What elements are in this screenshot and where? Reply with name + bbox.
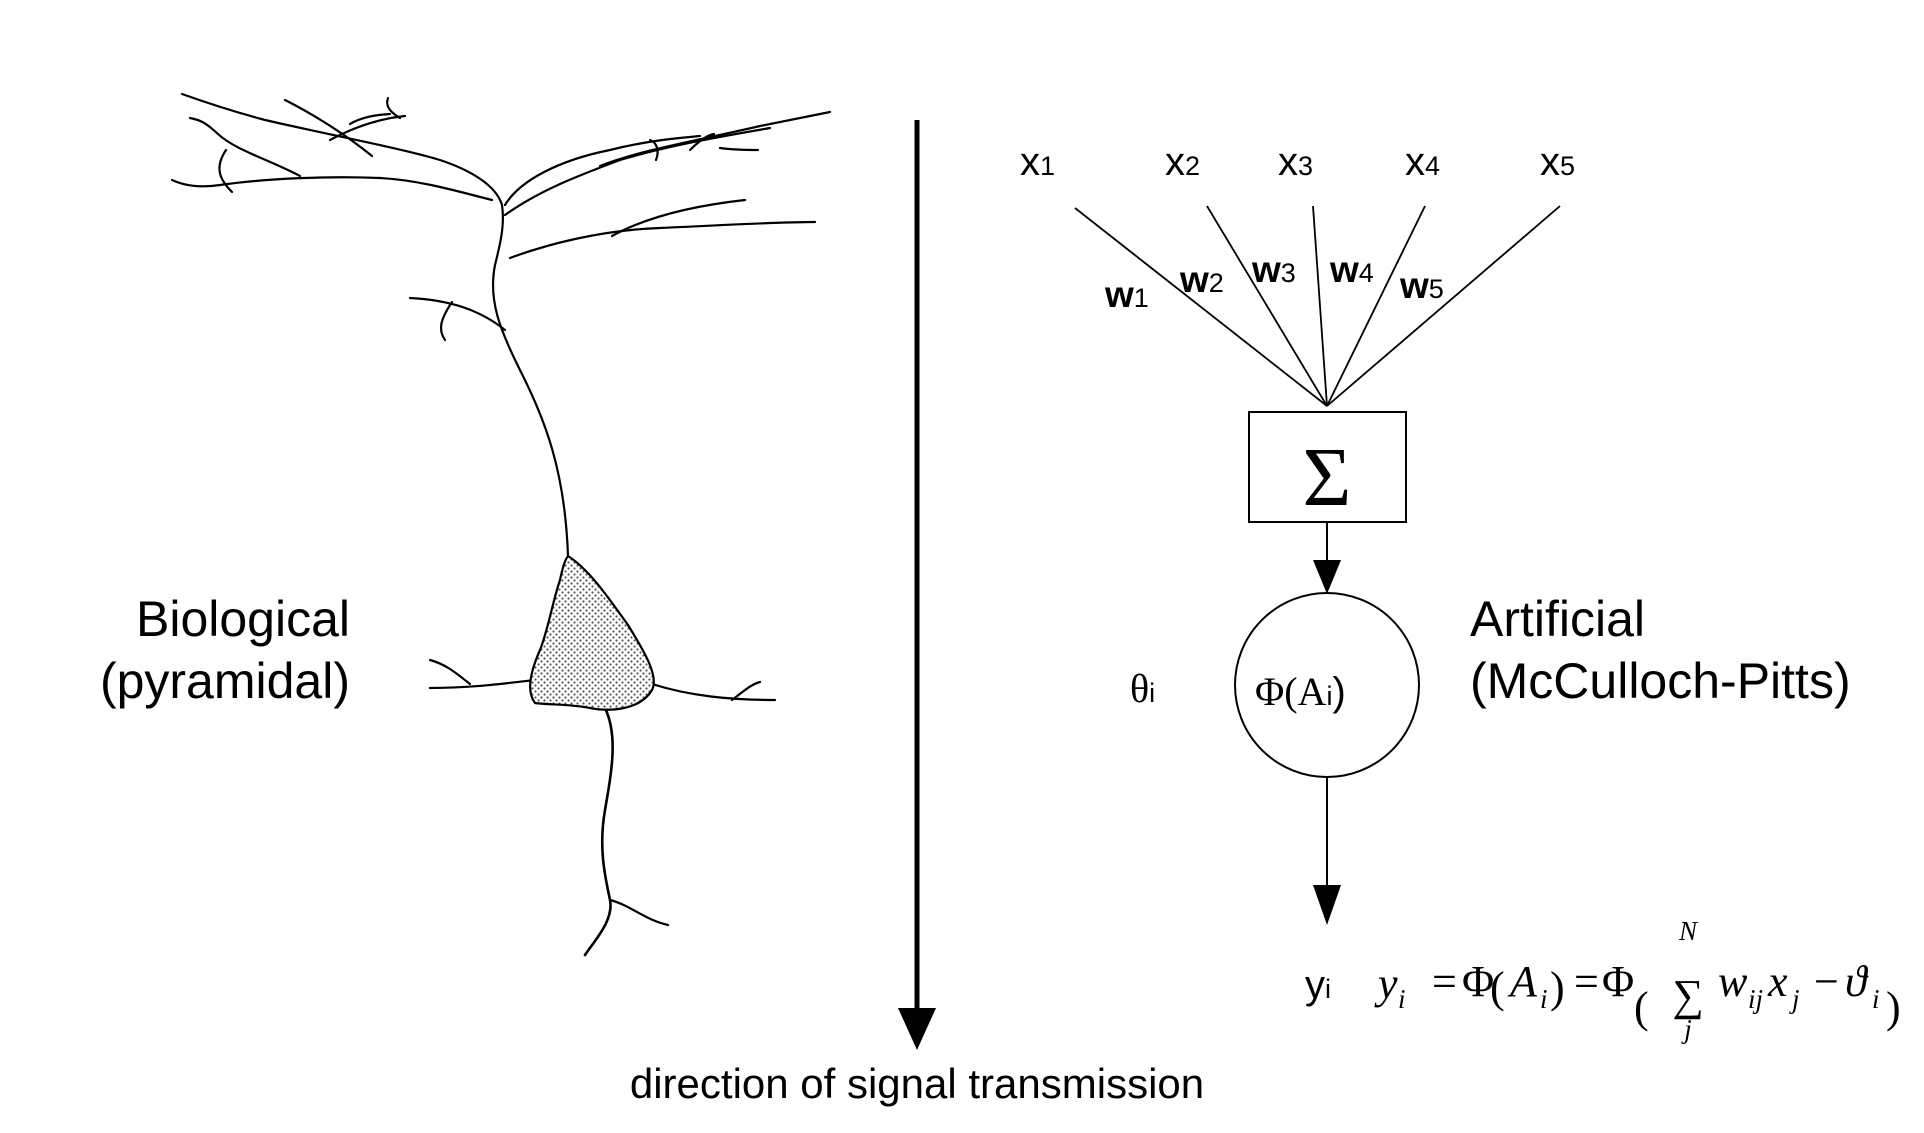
input-line-3 bbox=[1312, 205, 1328, 407]
formula-sum-sign: ∑ bbox=[1672, 971, 1703, 1020]
input-line-4 bbox=[1326, 205, 1426, 407]
activation-function-label: Φ(Ai) bbox=[1255, 669, 1346, 714]
biological-label-line1: Biological bbox=[136, 591, 350, 647]
input-connections bbox=[1074, 205, 1561, 407]
weight-w2-label: w2 bbox=[1179, 259, 1224, 300]
dendrite-branch bbox=[283, 98, 374, 158]
dendrite-branch bbox=[188, 116, 302, 178]
dendrite-branch bbox=[218, 148, 234, 194]
formula-a: A bbox=[1507, 957, 1538, 1006]
weight-labels: w1 w2 w3 w4 w5 bbox=[1104, 249, 1444, 315]
output-label: yi bbox=[1305, 963, 1331, 1007]
dendrite-branch bbox=[348, 112, 392, 126]
weight-w5-label: w5 bbox=[1399, 265, 1444, 306]
dendrite-branch bbox=[408, 296, 507, 332]
sum-to-activation-arrow bbox=[1313, 522, 1341, 594]
apical-dendrite bbox=[180, 92, 570, 558]
basal-dendrite-left bbox=[428, 678, 537, 690]
weight-w1-label: w1 bbox=[1104, 274, 1149, 315]
formula-minus: − bbox=[1814, 957, 1839, 1006]
formula-phi1: Φ bbox=[1462, 957, 1494, 1006]
axon bbox=[583, 706, 614, 957]
formula-w: w bbox=[1718, 957, 1748, 1006]
activation-to-output-arrow bbox=[1313, 777, 1341, 925]
input-line-2 bbox=[1206, 205, 1328, 407]
formula-a-sub: i bbox=[1540, 984, 1548, 1014]
basal-dendrite-left bbox=[428, 658, 472, 686]
signal-direction-arrow bbox=[898, 120, 936, 1050]
output-formula: y i = Φ ( A i ) = Φ ( ∑ N j w ij x j − ϑ… bbox=[1374, 916, 1901, 1044]
formula-paren-close-2: ) bbox=[1886, 983, 1901, 1032]
pyramidal-neuron-drawing bbox=[170, 92, 832, 957]
activation-node: Φ(Ai) bbox=[1234, 592, 1420, 778]
formula-sum-bottom: j bbox=[1681, 1014, 1692, 1044]
basal-dendrite-right bbox=[730, 680, 762, 702]
summation-node: Σ bbox=[1248, 411, 1407, 524]
dendrite-branch bbox=[598, 110, 832, 168]
dendrite-branch bbox=[503, 134, 702, 207]
input-line-1 bbox=[1074, 207, 1328, 407]
formula-eq2: = bbox=[1574, 957, 1599, 1006]
dendrite-branch bbox=[170, 176, 494, 202]
formula-phi2: Φ bbox=[1602, 957, 1634, 1006]
input-x4-label: x4 bbox=[1405, 140, 1440, 184]
input-line-5 bbox=[1326, 205, 1561, 407]
threshold-label: θi bbox=[1130, 666, 1155, 711]
artificial-label-line2: (McCulloch-Pitts) bbox=[1470, 653, 1851, 709]
dendrite-branch bbox=[386, 96, 402, 120]
dendrite-branch bbox=[688, 132, 716, 152]
axon-branch bbox=[608, 898, 670, 927]
formula-y-sub: i bbox=[1398, 984, 1406, 1014]
dendrite-branch bbox=[718, 146, 760, 152]
weight-w3-label: w3 bbox=[1251, 249, 1296, 290]
formula-theta-sub: i bbox=[1872, 984, 1880, 1014]
soma bbox=[528, 554, 655, 711]
formula-x-sub: j bbox=[1789, 984, 1800, 1014]
biological-label-line2: (pyramidal) bbox=[100, 653, 350, 709]
formula-paren-open-1: ( bbox=[1490, 963, 1505, 1012]
input-x2-label: x2 bbox=[1165, 140, 1200, 184]
formula-paren-close-1: ) bbox=[1550, 963, 1565, 1012]
dendrite-branch bbox=[439, 300, 454, 342]
direction-caption: direction of signal transmission bbox=[630, 1060, 1204, 1107]
sum-symbol: Σ bbox=[1303, 431, 1352, 524]
dendrite-branch bbox=[508, 220, 817, 260]
dendrite-branch bbox=[610, 198, 747, 238]
formula-paren-open-2: ( bbox=[1634, 983, 1649, 1032]
formula-x: x bbox=[1767, 957, 1788, 1006]
input-labels: x1 x2 x3 x4 x5 bbox=[1020, 140, 1575, 184]
formula-y: y bbox=[1374, 959, 1398, 1008]
formula-eq1: = bbox=[1432, 957, 1457, 1006]
basal-dendrite-right bbox=[650, 682, 777, 702]
input-x5-label: x5 bbox=[1540, 140, 1575, 184]
formula-w-sub: ij bbox=[1748, 984, 1763, 1014]
input-x1-label: x1 bbox=[1020, 140, 1055, 184]
formula-theta: ϑ bbox=[1845, 957, 1869, 1006]
dendrite-branch bbox=[648, 138, 659, 162]
formula-sum-top: N bbox=[1678, 916, 1699, 946]
artificial-label-line1: Artificial bbox=[1470, 591, 1645, 647]
input-x3-label: x3 bbox=[1278, 140, 1313, 184]
weight-w4-label: w4 bbox=[1329, 249, 1374, 290]
